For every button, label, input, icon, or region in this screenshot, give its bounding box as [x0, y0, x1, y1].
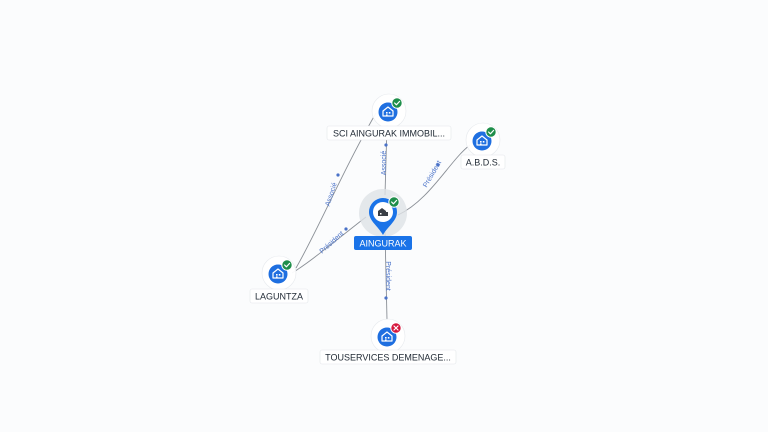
- center-node-label: AINGURAK: [354, 236, 412, 250]
- edge-line: [291, 216, 367, 274]
- node-circle[interactable]: [472, 131, 492, 151]
- edge-arrow-dot: [436, 163, 440, 167]
- building-icon: [381, 331, 393, 342]
- edge-arrow-dot: [344, 227, 348, 231]
- nodes-layer: SCI AINGURAK IMMOBIL... A.B.D.S. LAGUNTZA T…: [249, 93, 506, 365]
- node-label-text: AINGURAK: [359, 239, 406, 249]
- edge-label: Président: [422, 160, 443, 189]
- node-label-box: TOUSERVICES DEMENAGE...: [319, 349, 457, 365]
- building-icon: [476, 135, 488, 146]
- building-icon: [382, 106, 394, 117]
- node-circle[interactable]: [378, 102, 398, 122]
- check-icon: [388, 196, 400, 208]
- node-abds[interactable]: A.B.D.S.: [460, 122, 506, 170]
- node-label-text: TOUSERVICES DEMENAGE...: [325, 353, 451, 363]
- edge-arrow-dot: [384, 296, 388, 300]
- edge-label: Associé: [324, 182, 338, 208]
- node-sci[interactable]: SCI AINGURAK IMMOBIL...: [326, 93, 452, 141]
- edge-label: Président: [319, 230, 346, 255]
- center-node-aingurak[interactable]: AINGURAK: [354, 189, 412, 250]
- close-icon: [390, 322, 402, 334]
- check-icon: [391, 97, 403, 109]
- node-label-box: SCI AINGURAK IMMOBIL...: [326, 125, 452, 141]
- node-circle[interactable]: [377, 327, 397, 347]
- node-label-box: LAGUNTZA: [249, 288, 309, 304]
- node-laguntza[interactable]: LAGUNTZA: [249, 255, 309, 304]
- node-label-text: SCI AINGURAK IMMOBIL...: [333, 129, 445, 139]
- edge-arrow-dot: [336, 173, 340, 177]
- node-circle[interactable]: [268, 264, 288, 284]
- node-label-box: A.B.D.S.: [460, 154, 506, 170]
- company-icon: [378, 208, 388, 216]
- check-icon: [485, 126, 497, 138]
- edge-label: Associé: [381, 151, 388, 176]
- node-label-text: LAGUNTZA: [255, 292, 303, 302]
- edge-label: Président: [384, 261, 391, 291]
- check-icon: [281, 259, 293, 271]
- node-label-text: A.B.D.S.: [466, 158, 501, 168]
- edge-arrow-dot: [384, 143, 388, 147]
- edge-line: [397, 144, 471, 216]
- building-icon: [272, 268, 284, 279]
- edge-e-center-abds: Président: [397, 144, 471, 216]
- node-touservices[interactable]: TOUSERVICES DEMENAGE...: [319, 318, 457, 365]
